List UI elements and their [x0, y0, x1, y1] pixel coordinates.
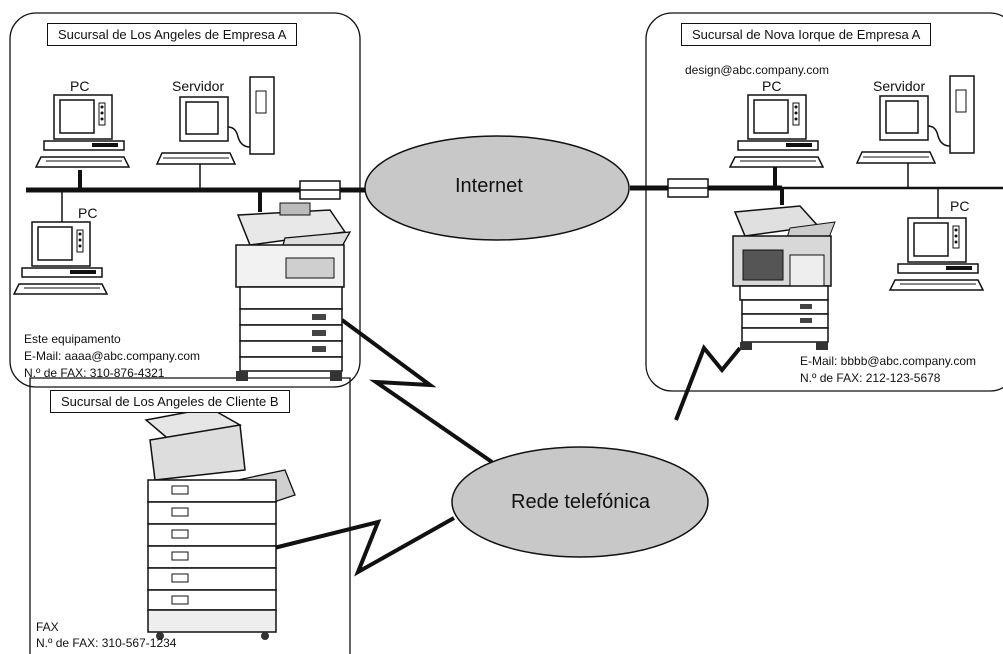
pc-icon: [729, 94, 824, 168]
fax-number-text: N.º de FAX: 212-123-5678: [800, 371, 941, 385]
phone-network-cloud: [451, 446, 709, 558]
region-box-ny-a: [645, 12, 1003, 392]
mfp-icon: [732, 205, 836, 350]
mfp-icon: [235, 202, 352, 381]
email-text: design@abc.company.com: [685, 63, 830, 77]
phone-network-label: Rede telefónica: [511, 491, 650, 513]
internet-label: Internet: [455, 175, 523, 197]
fax-number-text: N.º de FAX: 310-567-1234: [36, 636, 177, 650]
email-text: E-Mail: aaaa@abc.company.com: [24, 349, 201, 363]
fax-icon: [144, 407, 296, 640]
server-label: Servidor: [172, 78, 225, 94]
pc-icon: [35, 94, 130, 168]
pc-label: PC: [70, 78, 90, 94]
device-caption: Este equipamento: [24, 332, 121, 346]
region-title-la-a: Sucursal de Los Angeles de Empresa A: [47, 23, 298, 46]
server-label: Servidor: [873, 78, 926, 94]
pc-label: PC: [762, 78, 782, 94]
pc-label: PC: [950, 198, 970, 214]
device-caption: FAX: [36, 620, 59, 634]
pc-icon: [13, 221, 108, 295]
internet-cloud: [364, 135, 630, 241]
email-text: E-Mail: bbbb@abc.company.com: [800, 354, 977, 368]
pc-label: PC: [78, 205, 98, 221]
region-title-la-b: Sucursal de Los Angeles de Cliente B: [50, 390, 290, 413]
fax-number-text: N.º de FAX: 310-876-4321: [24, 366, 165, 380]
pc-icon: [889, 217, 984, 291]
region-title-ny-a: Sucursal de Nova Iorque de Empresa A: [681, 23, 932, 46]
region-box-la-a: [9, 12, 361, 388]
region-box-la-b: [29, 377, 351, 654]
